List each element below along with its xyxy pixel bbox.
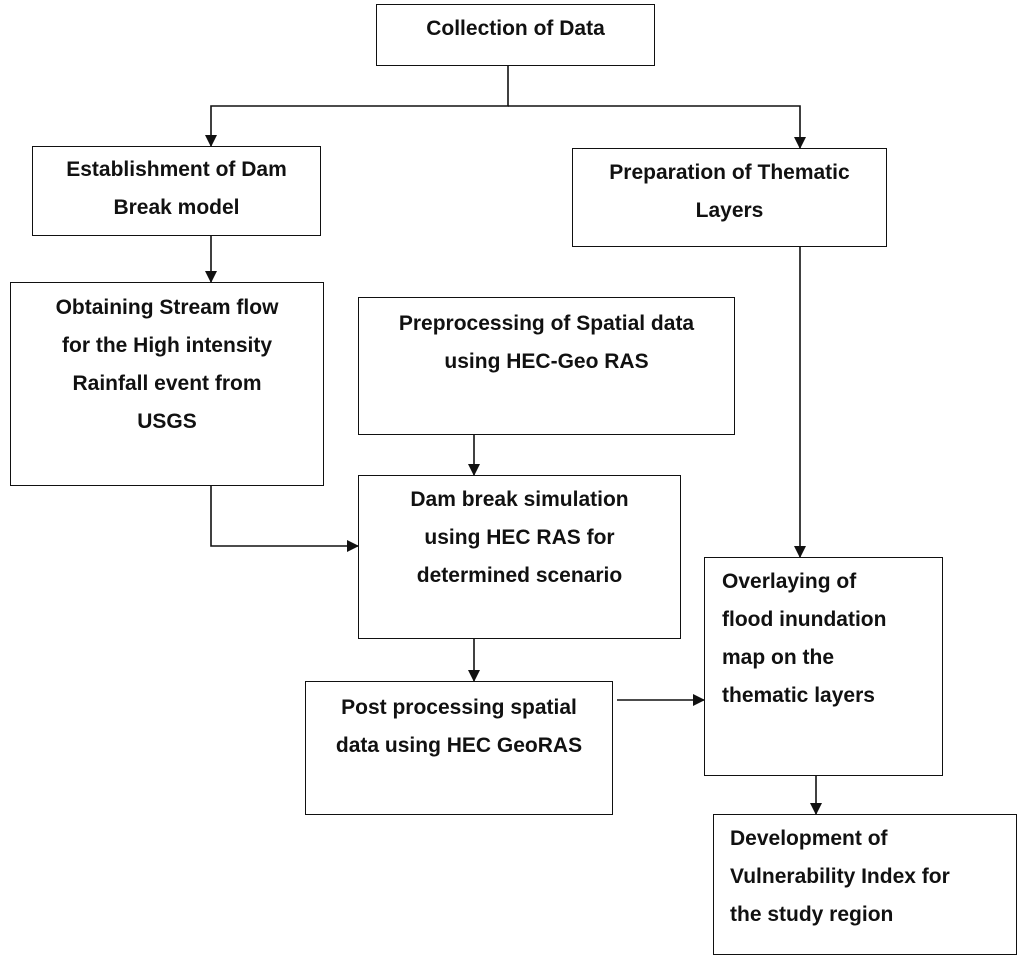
stream-flow-box (10, 282, 324, 486)
thematic-layers-box (572, 148, 887, 247)
preprocessing-label: Preprocessing of Spatial data using HEC-… (398, 312, 695, 373)
dam-break-simulation-label: Dam break simulation using HEC RAS for d… (410, 488, 629, 587)
thematic-layers-label: Preparation of Thematic Layers (609, 161, 850, 222)
stream-flow-label: Obtaining Stream flow for the High inten… (55, 296, 279, 433)
collection-of-data-box (376, 4, 655, 66)
dam-break-model-label: Establishment of Dam Break model (66, 158, 287, 219)
overlaying-label: Overlaying of flood inundation map on th… (722, 570, 887, 707)
post-processing-box (305, 681, 613, 815)
edge-collection-to-thematic-layers (508, 105, 806, 149)
collection-of-data-label: Collection of Data (426, 17, 605, 40)
preprocessing-box (358, 297, 735, 435)
edge-collection-to-dam-break-model (205, 66, 509, 147)
vulnerability-index-box (713, 814, 1017, 955)
edge-stream-flow-to-simulation (210, 486, 359, 552)
dam-break-simulation-box (358, 475, 681, 639)
overlaying-box (704, 557, 943, 776)
post-processing-label: Post processing spatial data using HEC G… (335, 696, 583, 757)
dam-break-model-box (32, 146, 321, 236)
vulnerability-index-label: Development of Vulnerability Index for t… (730, 827, 950, 926)
